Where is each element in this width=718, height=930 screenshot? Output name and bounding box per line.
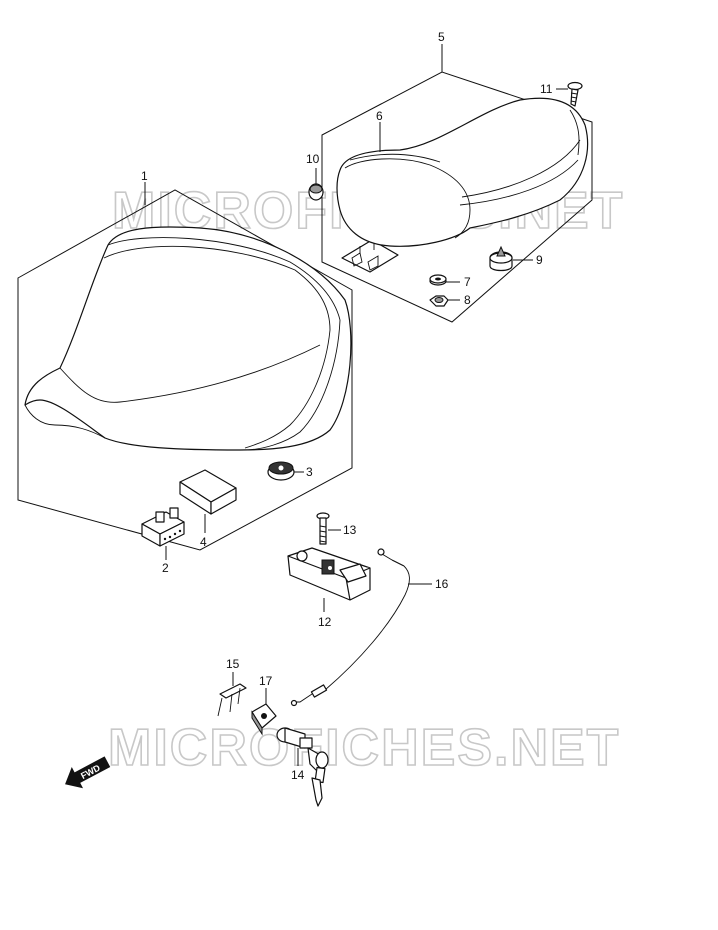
callout-4: 4 [200,535,207,549]
lock-cylinder-part-14 [276,727,329,807]
clip-part-2 [141,507,185,547]
block-part-4 [179,469,237,515]
callout-9: 9 [536,253,543,267]
cable-part-16 [290,548,410,707]
bolt-part-13 [316,512,330,545]
plate-part-17 [251,703,277,736]
callout-5: 5 [438,30,445,44]
callout-1: 1 [141,169,148,183]
callout-12: 12 [318,615,332,629]
callout-11: 11 [540,82,553,96]
washer-part-7 [429,274,447,286]
callout-15: 15 [226,657,240,671]
callout-7: 7 [464,275,471,289]
callout-3: 3 [306,465,313,479]
rear-seat [336,97,589,273]
callout-14: 14 [291,768,305,782]
nut-part-8 [429,295,449,307]
callout-2: 2 [162,561,169,575]
screw-part-11 [567,81,583,107]
callout-13: 13 [343,523,357,537]
callout-16: 16 [435,577,449,591]
latch-part-12 [287,547,371,601]
callout-10: 10 [306,152,320,166]
cushion-part-9 [489,245,513,272]
callout-17: 17 [259,674,273,688]
callout-6: 6 [376,109,383,123]
watermark-bottom: MICROFICHES.NET [108,719,620,777]
clip-part-15 [217,683,247,717]
front-seat [24,226,352,451]
bumper-part-10 [308,183,324,201]
fwd-arrow: FWD [65,756,111,789]
grommet-part-3 [267,461,295,481]
front-seat-group-box [17,189,353,551]
callout-8: 8 [464,293,471,307]
